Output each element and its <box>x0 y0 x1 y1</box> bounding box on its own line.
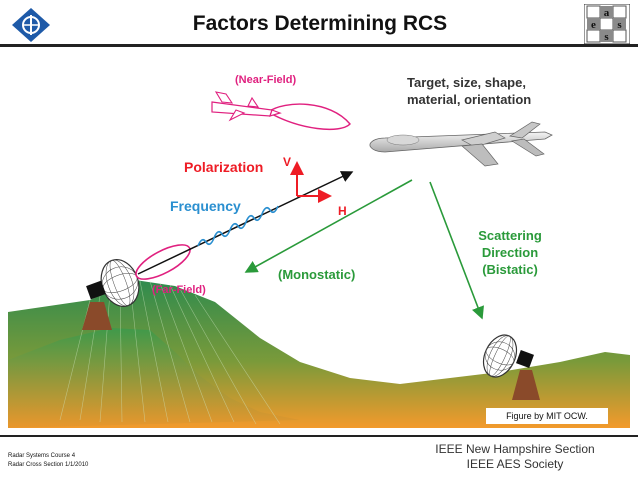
footer-course-line: Radar Systems Course 4 <box>8 453 76 459</box>
frequency-label: Frequency <box>170 198 241 214</box>
title-divider <box>0 44 638 47</box>
svg-text:s: s <box>617 19 622 31</box>
page-title: Factors Determining RCS <box>192 12 448 35</box>
svg-text:s: s <box>604 31 609 43</box>
scattering-label-line2: Direction <box>482 245 538 260</box>
scattering-label-line1: Scattering <box>478 228 542 243</box>
far-field-label: (Far-Field) <box>152 284 206 296</box>
footer-society-line2: IEEE AES Society <box>466 457 564 471</box>
frequency-wave <box>197 205 279 247</box>
near-field-missile <box>211 91 351 130</box>
footer-section-line: Radar Cross Section 1/1/2010 <box>8 462 89 468</box>
target-missile <box>369 121 553 167</box>
monostatic-label: (Monostatic) <box>278 267 355 282</box>
target-label-line2: material, orientation <box>407 92 531 107</box>
bistatic-arrow <box>429 181 484 320</box>
polarization-label: Polarization <box>184 159 263 175</box>
v-axis-label: V <box>283 155 291 169</box>
svg-text:e: e <box>591 19 596 31</box>
h-axis-label: H <box>338 204 347 218</box>
target-label-line1: Target, size, shape, <box>407 75 526 90</box>
aes-logo: a e s s <box>583 3 631 45</box>
terrain-contour-lines <box>59 280 281 425</box>
near-field-label: (Near-Field) <box>235 74 296 86</box>
ieee-logo <box>8 6 54 44</box>
svg-text:a: a <box>604 7 610 19</box>
far-field-lobe <box>135 244 191 280</box>
figure-credit: Figure by MIT OCW. <box>486 408 608 424</box>
scattering-label-line3: (Bistatic) <box>482 262 538 277</box>
footer-divider <box>0 435 638 437</box>
footer-society-line1: IEEE New Hampshire Section <box>435 442 595 456</box>
receive-radar-dish <box>482 334 540 400</box>
monostatic-arrow <box>244 179 413 273</box>
terrain-front-hill <box>8 328 300 428</box>
rcs-diagram: (Near-Field) (Far-Field) Target, size, s… <box>8 74 630 428</box>
